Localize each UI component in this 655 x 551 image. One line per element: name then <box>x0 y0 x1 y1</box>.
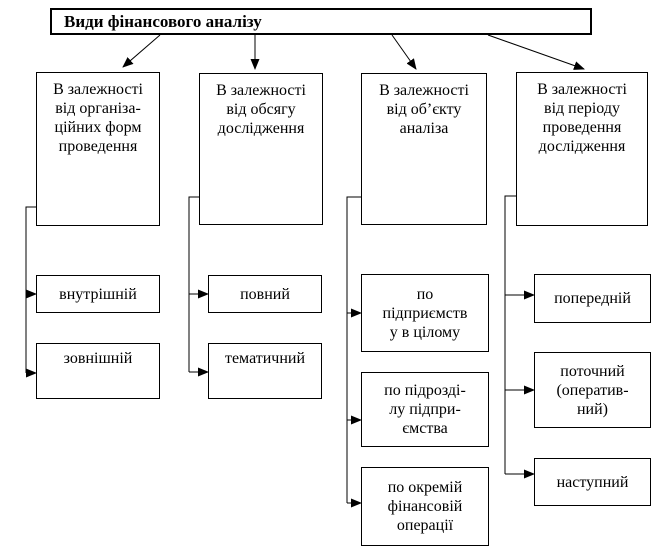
leaf-box-current-operative: поточний (оператив- ний) <box>534 352 651 428</box>
connector-col2 <box>188 196 199 372</box>
category-box-research-period: В залежності від періоду проведення досл… <box>516 72 648 226</box>
category-box-research-scope: В залежності від обсягу дослідження <box>199 73 323 225</box>
leaf-box-external: зовнішній <box>36 343 160 399</box>
leaf-box-preliminary: попередній <box>534 274 651 323</box>
leaf-box-internal: внутрішній <box>36 275 160 313</box>
connector-col4 <box>504 195 516 474</box>
root-title-box: Види фінансового аналізу <box>50 8 592 35</box>
category-box-organizational-forms: В залежності від організа- ційних форм п… <box>36 72 160 226</box>
leaf-box-separate-financial-operation: по окремій фінансовій операції <box>361 467 489 546</box>
leaf-box-subsequent: наступний <box>534 458 651 506</box>
arrow-title-to-cat1 <box>122 34 161 68</box>
leaf-box-enterprise-whole: по підприємств у в цілому <box>361 274 489 352</box>
connector-col1 <box>25 206 36 373</box>
leaf-box-full: повний <box>208 275 322 313</box>
leaf-box-enterprise-subdivision: по підрозді- лу підпри- ємства <box>361 372 489 447</box>
arrow-title-to-cat4 <box>487 34 585 70</box>
arrow-title-to-cat3 <box>391 34 417 70</box>
leaf-box-thematic: тематичний <box>208 343 322 399</box>
connector-col3 <box>346 196 361 503</box>
category-box-analysis-object: В залежності від об’єкту аналіза <box>361 73 487 225</box>
